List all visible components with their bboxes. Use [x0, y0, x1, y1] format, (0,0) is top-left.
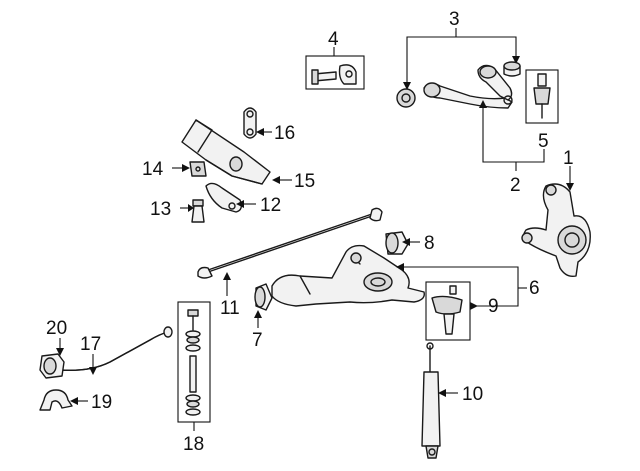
part-6-lower-control-arm[interactable] [271, 244, 425, 307]
callout-1: 1 [563, 148, 574, 169]
part-7-bushing[interactable] [254, 283, 273, 311]
callout-12: 12 [260, 195, 281, 216]
callout-16: 16 [274, 123, 295, 144]
callout-9: 9 [488, 296, 499, 317]
callout-5: 5 [538, 131, 549, 152]
part-10-shock-absorber[interactable] [421, 342, 441, 459]
callout-7: 7 [252, 330, 263, 351]
part-17-stabilizer-bar[interactable] [59, 326, 173, 372]
callout-3: 3 [449, 9, 460, 30]
callout-14: 14 [142, 159, 164, 180]
part-18-stabilizer-link[interactable] [177, 301, 211, 423]
part-4-box [305, 55, 365, 90]
part-8-bushing[interactable] [385, 231, 409, 255]
part-16-link[interactable] [243, 107, 257, 139]
callout-2: 2 [510, 175, 521, 196]
part-19-clamp[interactable] [39, 389, 73, 411]
callout-20: 20 [46, 318, 67, 339]
part-5-ball-joint[interactable] [525, 69, 559, 124]
callout-10: 10 [462, 384, 483, 405]
callout-6: 6 [529, 278, 540, 299]
callout-19: 19 [91, 392, 112, 413]
frame-bracket [181, 119, 271, 185]
callout-8: 8 [424, 233, 435, 254]
callout-labels: 1 2 3 4 5 6 7 8 9 10 11 12 13 14 15 16 1… [46, 9, 574, 455]
part-20-bushing[interactable] [39, 353, 65, 379]
callout-18: 18 [183, 434, 204, 455]
callout-13: 13 [150, 199, 171, 220]
callout-4: 4 [328, 29, 339, 50]
part-4-bolt-bracket[interactable] [305, 55, 365, 90]
callout-15: 15 [294, 171, 315, 192]
callout-17: 17 [80, 334, 101, 355]
part-13-bolt[interactable] [191, 199, 205, 223]
part-1-steering-knuckle[interactable] [521, 183, 591, 278]
part-12-bracket[interactable] [205, 182, 243, 213]
part-3-bushings[interactable] [396, 61, 521, 108]
part-9-box [425, 281, 471, 341]
callout-11: 11 [220, 298, 240, 319]
part-9-ball-joint[interactable] [425, 281, 471, 341]
part-5-box [525, 69, 559, 124]
part-11-strut-rod[interactable] [197, 207, 383, 279]
part-14-bumper[interactable] [189, 161, 207, 177]
part-2-upper-control-arm[interactable] [423, 64, 513, 109]
